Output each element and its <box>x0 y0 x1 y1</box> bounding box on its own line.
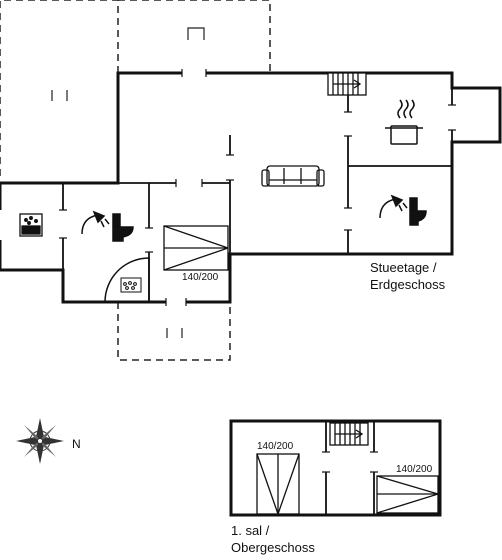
door-openings <box>0 71 454 304</box>
bed-size-label: 140/200 <box>396 464 433 475</box>
terrace-north <box>118 0 271 73</box>
bed-icon <box>376 475 439 514</box>
washing-machine-icon <box>19 213 43 237</box>
cooking-pot-icon <box>385 99 423 145</box>
bed-size-label: 140/200 <box>182 272 219 283</box>
sauna-door-arc <box>104 257 150 303</box>
bed-size-label: 140/200 <box>257 441 294 452</box>
door-jambs <box>59 69 456 306</box>
terrace-outlines <box>0 0 271 361</box>
staircase-upper <box>329 422 369 446</box>
bed-icon <box>256 453 300 515</box>
shower-toilet-icon <box>379 194 427 226</box>
terrace-west <box>0 0 119 176</box>
upper-door-openings <box>324 452 376 472</box>
upper-floor-walls <box>229 419 442 517</box>
upper-door-jambs <box>322 451 378 473</box>
terrace-markers <box>51 27 205 338</box>
sofa-icon <box>261 165 325 187</box>
bed-icon <box>163 225 229 271</box>
floor-name-line2: Erdgeschoss <box>370 277 446 292</box>
floor-name-line2: Obergeschoss <box>231 540 315 555</box>
shower-toilet-icon <box>81 210 134 242</box>
floor-name-line1: Stueetage / <box>370 260 437 275</box>
north-label: N <box>72 437 81 451</box>
compass-rose-icon <box>16 418 64 464</box>
floor-name-line1: 1. sal / <box>231 523 270 538</box>
sauna-icon <box>120 277 142 293</box>
terrace-south <box>117 302 231 361</box>
staircase-ground <box>327 72 367 96</box>
